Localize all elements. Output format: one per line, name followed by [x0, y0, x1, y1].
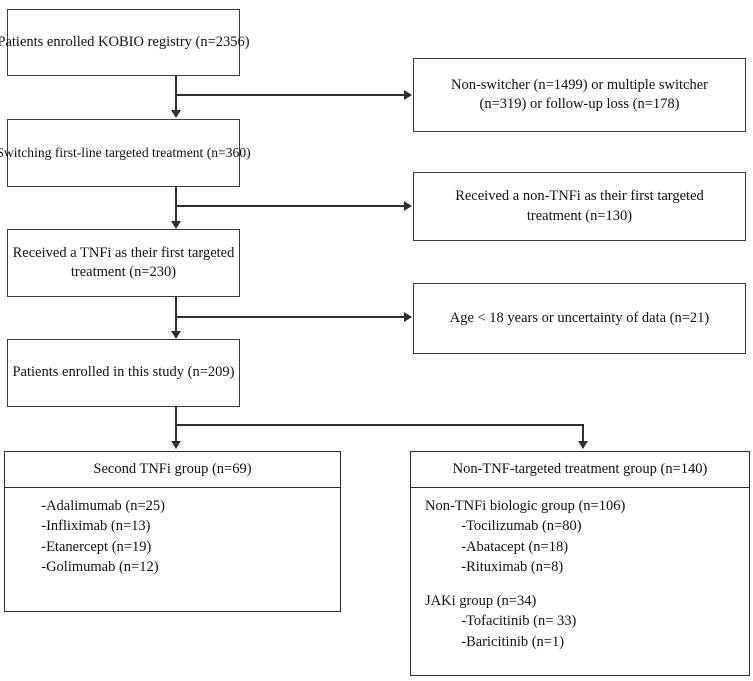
node-excluded-nonswitcher: Non-switcher (n=1499) or multiple switch… — [413, 58, 746, 132]
list-item: -Adalimumab (n=25) — [5, 498, 165, 514]
list-item: -Tofacitinib (n= 33) — [425, 613, 577, 630]
node-second-tnfi-group-body: -Adalimumab (n=25) -Infliximab (n=13) -E… — [5, 488, 340, 611]
list-item: Non-TNFi biologic group (n=106) — [425, 498, 626, 514]
node-excluded-age: Age < 18 years or uncertainty of data (n… — [413, 283, 746, 354]
node-switching-first-line-line-1: Switching first-line targeted treatment … — [0, 145, 251, 161]
connector-2-branch-horizontal — [175, 205, 405, 207]
connector-4-right-vertical — [582, 424, 584, 443]
connector-4-right-arrowhead — [578, 441, 588, 449]
list-item: -Etanercept (n=19) — [5, 538, 152, 555]
connector-3-arrowhead — [171, 331, 181, 339]
node-received-tnfi: Received a TNFi as their first targeted … — [7, 229, 240, 297]
connector-1-arrowhead — [171, 110, 181, 118]
connector-3-branch-arrowhead — [404, 312, 412, 322]
list-item: -Tocilizumab (n=80) — [425, 518, 582, 535]
node-excluded-non-tnfi-line-1: Received a non-TNFi as their first targe… — [455, 188, 704, 205]
node-non-tnf-group-header: Non-TNF-targeted treatment group (n=140) — [411, 452, 749, 488]
node-enrolled-study-line-1: Patients enrolled in this study (n=209) — [12, 364, 235, 381]
node-second-tnfi-group-header: Second TNFi group (n=69) — [5, 452, 340, 488]
node-non-tnf-group: Non-TNF-targeted treatment group (n=140)… — [410, 451, 750, 676]
node-received-tnfi-line-2: treatment (n=230) — [70, 264, 177, 280]
node-enrolled-registry: Patients enrolled KOBIO registry (n=2356… — [0, 9, 250, 76]
connector-2-arrowhead — [171, 221, 181, 229]
connector-4-split-horizontal — [175, 424, 584, 426]
node-enrolled-registry-line-1: Patients enrolled KOBIO registry (n=2356… — [0, 33, 250, 50]
node-excluded-age-line-1: Age < 18 years or uncertainty of data (n… — [449, 309, 710, 326]
list-item: -Abatacept (n=18) — [425, 538, 569, 555]
node-excluded-nonswitcher-line-1: Non-switcher (n=1499) or multiple switch… — [450, 76, 709, 93]
connector-3-branch-horizontal — [175, 316, 405, 318]
connector-1-branch-horizontal — [175, 94, 405, 96]
list-item: -Baricitinib (n=1) — [425, 633, 565, 650]
list-item: -Infliximab (n=13) — [5, 518, 151, 535]
connector-1-branch-arrowhead — [404, 90, 412, 100]
node-non-tnf-group-body: Non-TNFi biologic group (n=106) -Tociliz… — [411, 488, 749, 675]
list-item: JAKi group (n=34) — [425, 593, 537, 610]
node-excluded-nonswitcher-line-2: (n=319) or follow-up loss (n=178) — [479, 96, 680, 112]
node-switching-first-line: Switching first-line targeted treatment … — [0, 119, 251, 187]
node-received-tnfi-line-1: Received a TNFi as their first targeted — [12, 244, 235, 261]
connector-3-vertical — [175, 297, 177, 333]
list-separator — [425, 577, 749, 591]
connector-4-left-arrowhead — [171, 441, 181, 449]
node-excluded-non-tnfi: Received a non-TNFi as their first targe… — [413, 172, 746, 241]
node-excluded-non-tnfi-line-2: treatment (n=130) — [526, 207, 633, 224]
node-enrolled-study: Patients enrolled in this study (n=209) — [7, 339, 240, 407]
list-item: -Golimumab (n=12) — [5, 558, 159, 575]
node-second-tnfi-group: Second TNFi group (n=69) -Adalimumab (n=… — [4, 451, 341, 612]
list-item: -Rituximab (n=8) — [425, 558, 564, 575]
connector-2-branch-arrowhead — [404, 201, 412, 211]
